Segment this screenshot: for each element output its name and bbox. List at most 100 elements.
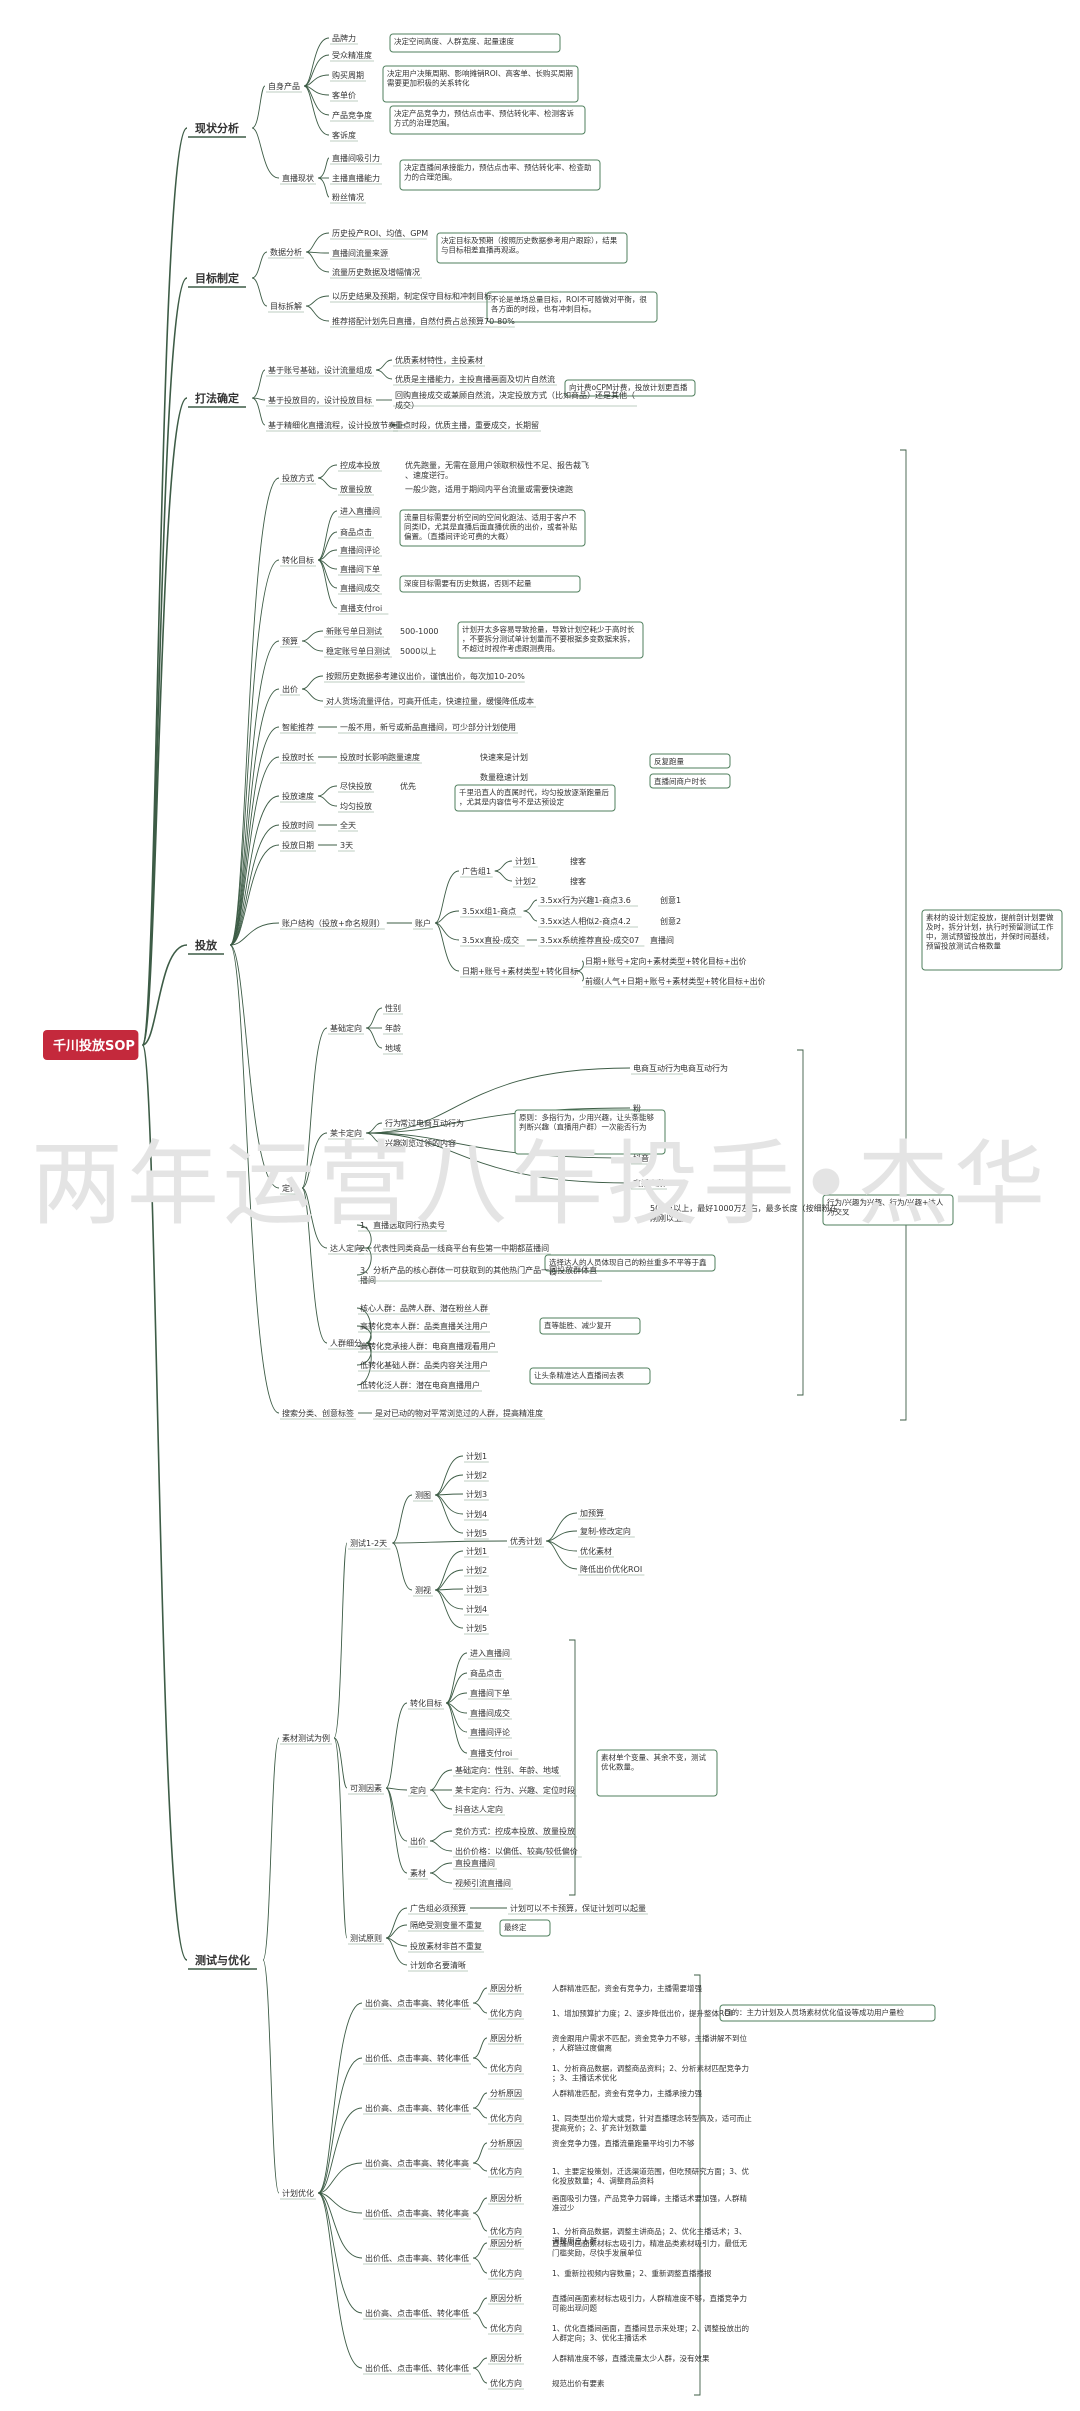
node-b4b3[interactable]: 直播间评论	[340, 545, 380, 555]
node-b5a1b2[interactable]: 计划2	[466, 1565, 487, 1575]
node-b4a2[interactable]: 放量投放	[340, 484, 372, 494]
node-b3c1[interactable]: 重点时段，优质主播，重要成交，长期留	[395, 420, 539, 430]
node-b5a1c[interactable]: 优秀计划	[510, 1536, 542, 1546]
node-b4j1[interactable]: 账户	[415, 918, 431, 928]
node-b4k1a[interactable]: 性别	[385, 1003, 401, 1013]
root-node[interactable]: 千川投放SOP	[53, 1038, 135, 1054]
branch-b4[interactable]: 投放	[195, 938, 218, 952]
node-b5a2a6[interactable]: 直播支付roi	[470, 1748, 512, 1758]
node-b5a3[interactable]: 测试原则	[350, 1933, 382, 1943]
node-b4k2a[interactable]: 行为	[385, 1118, 401, 1128]
node-b4g1[interactable]: 尽快投放	[340, 781, 372, 791]
node-b4k2f[interactable]: 直播人数	[633, 1178, 665, 1188]
node-b5a2d1[interactable]: 直投直播间	[455, 1858, 495, 1868]
node-b5b3a[interactable]: 分析原因	[490, 2088, 522, 2098]
node-b4f[interactable]: 投放时长	[282, 752, 314, 762]
node-b5a2a5[interactable]: 直播间评论	[470, 1727, 510, 1737]
node-b5a1c1[interactable]: 加预算	[580, 1508, 604, 1518]
node-b4b2[interactable]: 商品点击	[340, 527, 372, 537]
node-b5b2b[interactable]: 优化方向	[490, 2063, 522, 2073]
node-b4b1[interactable]: 进入直播间	[340, 506, 380, 516]
node-b4g[interactable]: 投放速度	[282, 791, 314, 801]
node-b5a2b3[interactable]: 抖音达人定向	[455, 1804, 503, 1814]
node-b4k[interactable]: 定向	[282, 1183, 298, 1193]
node-b2b2[interactable]: 推荐搭配计划先日直播，自然付费占总预算70-80%	[332, 316, 515, 326]
node-b4k4b[interactable]: 高转化竞本人群：品类直播关注用户	[360, 1321, 488, 1331]
node-b4k4d[interactable]: 低转化基础人群：品类内容关注用户	[360, 1360, 488, 1370]
node-b5a2c[interactable]: 出价	[410, 1836, 426, 1846]
node-b4j1d[interactable]: 日期+账号+素材类型+转化目标	[462, 966, 578, 976]
node-b4k3c[interactable]: 3、分析产品的核心群体一可获取到的其他热门产品一同投放群体直播间	[360, 1265, 597, 1285]
node-b4k3a[interactable]: 1、直播选取同行热卖号	[360, 1220, 445, 1230]
node-b5b7a[interactable]: 原因分析	[490, 2293, 522, 2303]
node-b5b4b[interactable]: 优化方向	[490, 2166, 522, 2176]
node-b1a3[interactable]: 购买周期	[332, 70, 364, 80]
node-b5a1a1[interactable]: 计划1	[466, 1451, 487, 1461]
node-b3a[interactable]: 基于账号基础，设计流量组成	[268, 365, 372, 375]
node-b2a2[interactable]: 直播间流量来源	[332, 248, 388, 258]
node-b5a1b3[interactable]: 计划3	[466, 1584, 487, 1594]
node-b1a4[interactable]: 客单价	[332, 90, 356, 100]
node-b4j1a2[interactable]: 计划2	[515, 876, 536, 886]
node-b4j1c[interactable]: 3.5xx直投-成交	[462, 935, 519, 945]
node-b4b[interactable]: 转化目标	[282, 555, 314, 565]
node-b4k2b[interactable]: 兴趣	[385, 1138, 401, 1148]
node-b1b[interactable]: 直播现状	[282, 173, 314, 183]
node-b4b5[interactable]: 直播间成交	[340, 583, 380, 593]
node-b1b1[interactable]: 直播间吸引力	[332, 153, 380, 163]
node-b5a1b4[interactable]: 计划4	[466, 1604, 487, 1614]
node-b5a1c4[interactable]: 降低出价优化ROI	[580, 1564, 642, 1574]
node-b4e[interactable]: 智能推荐	[282, 722, 314, 732]
node-b4c1[interactable]: 新账号单日测试	[326, 626, 382, 636]
node-b4d2[interactable]: 对人货场流量评估，可高开低走，快速拉量，缓慢降低成本	[326, 696, 534, 706]
node-b5b1[interactable]: 出价高、点击率高、转化率低	[365, 1998, 469, 2008]
node-b4k3[interactable]: 达人定向	[330, 1243, 362, 1253]
node-b4i1[interactable]: 3天	[340, 841, 353, 850]
node-b5b6a[interactable]: 原因分析	[490, 2238, 522, 2248]
node-b4e1[interactable]: 一般不用，新号或新品直播间，可少部分计划使用	[340, 722, 516, 732]
node-b4j[interactable]: 账户结构（投放+命名规则）	[282, 918, 385, 928]
node-b3b1[interactable]: 回购直接成交或兼顾自然流，决定投放方式（比如商品）还是其他（成交）	[395, 390, 635, 410]
node-b5a2[interactable]: 可测因素	[350, 1783, 382, 1793]
node-b5b8b[interactable]: 优化方向	[490, 2378, 522, 2388]
node-b5a2c1[interactable]: 竞价方式：控成本投放、放量投放	[455, 1826, 575, 1836]
node-b5b5a[interactable]: 原因分析	[490, 2193, 522, 2203]
node-b5b6b[interactable]: 优化方向	[490, 2268, 522, 2278]
node-b4b6[interactable]: 直播支付roi	[340, 603, 382, 613]
node-b1a1[interactable]: 品牌力	[332, 33, 356, 43]
node-b5b2a[interactable]: 原因分析	[490, 2033, 522, 2043]
node-b5a1a5[interactable]: 计划5	[466, 1528, 487, 1538]
node-b5b[interactable]: 计划优化	[282, 2188, 314, 2198]
node-b4j1c1[interactable]: 3.5xx系统推荐直投-成交07	[540, 935, 639, 945]
node-b5b1a[interactable]: 原因分析	[490, 1983, 522, 1993]
node-b4j1b[interactable]: 3.5xx组1-商点	[462, 906, 516, 916]
node-b1b2[interactable]: 主播直播能力	[332, 173, 380, 183]
node-b4k1c[interactable]: 地域	[385, 1043, 401, 1053]
node-b5a1b[interactable]: 测视	[415, 1585, 431, 1595]
node-b4k2d[interactable]: 粉	[633, 1103, 641, 1113]
node-b4b4[interactable]: 直播间下单	[340, 564, 380, 574]
node-b5a1a[interactable]: 测图	[415, 1491, 431, 1500]
node-b5b4a[interactable]: 分析原因	[490, 2138, 522, 2148]
node-b5a1a3[interactable]: 计划3	[466, 1489, 487, 1499]
node-b1a2[interactable]: 受众精准度	[332, 50, 372, 60]
node-b4k1b[interactable]: 年龄	[385, 1023, 401, 1033]
node-b2b[interactable]: 目标拆解	[270, 301, 302, 311]
node-b4d[interactable]: 出价	[282, 684, 298, 694]
node-b1a5[interactable]: 产品竞争度	[332, 110, 372, 120]
node-b4h1[interactable]: 全天	[340, 820, 356, 830]
node-b5b7[interactable]: 出价高、点击率低、转化率低	[365, 2308, 469, 2318]
node-b5a1b1[interactable]: 计划1	[466, 1546, 487, 1556]
node-b4k2e[interactable]: 抖音	[633, 1153, 649, 1163]
node-b5a2a[interactable]: 转化目标	[410, 1698, 442, 1708]
node-b5a2d[interactable]: 素材	[410, 1868, 426, 1878]
node-b4c[interactable]: 预算	[282, 636, 298, 646]
node-b5b8a[interactable]: 原因分析	[490, 2353, 522, 2363]
node-b5a1b5[interactable]: 计划5	[466, 1623, 487, 1633]
node-b4j1a[interactable]: 广告组1	[462, 866, 491, 876]
node-b5b1b[interactable]: 优化方向	[490, 2008, 522, 2018]
node-b4d1[interactable]: 按照历史数据参考建议出价，谨慎出价，每次加10-20%	[326, 671, 525, 681]
node-b4j1d1[interactable]: 日期+账号+定向+素材类型+转化目标+出价	[585, 956, 747, 966]
node-b5b6[interactable]: 出价低、点击率高、转化率低	[365, 2253, 469, 2263]
node-b5a2b2[interactable]: 莱卡定向：行为、兴趣、定位时段	[455, 1785, 575, 1795]
